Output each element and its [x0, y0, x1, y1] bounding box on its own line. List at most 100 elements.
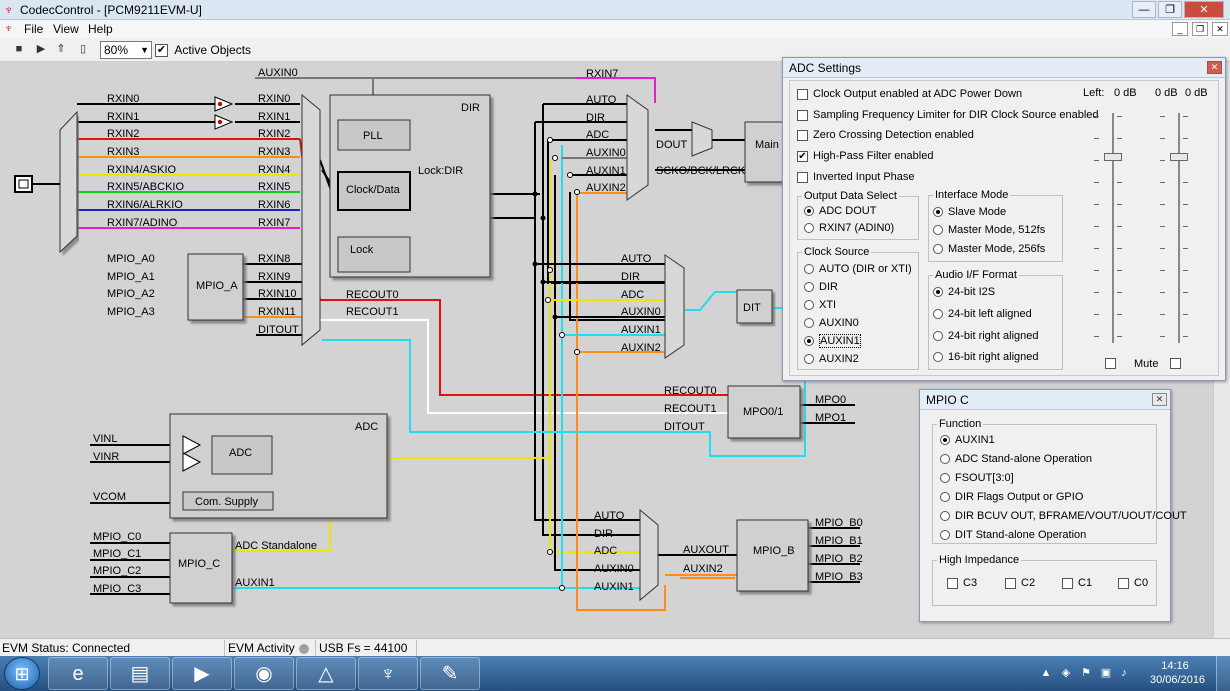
- slider-thumb[interactable]: [1170, 152, 1188, 161]
- radio-clock-auxin1[interactable]: AUXIN1: [804, 334, 861, 348]
- block-diagram: RXIN0 RXIN1 RXIN2 RXIN3 RXIN4/ASKIO RXIN…: [14, 67, 863, 611]
- display-icon[interactable]: ▣: [1100, 667, 1112, 679]
- mpo-block[interactable]: [727, 385, 801, 439]
- clock-data-block[interactable]: [337, 171, 411, 211]
- slider-thumb[interactable]: [1104, 152, 1122, 161]
- slider-tick: [1183, 116, 1188, 117]
- ti-codec-icon[interactable]: ♆: [358, 657, 418, 690]
- radio-24bit-left[interactable]: 24-bit left aligned: [933, 308, 1032, 320]
- mpio-a-block[interactable]: [187, 253, 244, 321]
- stop-icon[interactable]: ■: [15, 43, 23, 55]
- active-objects-checkbox[interactable]: ✔ Active Objects: [155, 43, 251, 58]
- main-mux-label: RXIN7: [586, 68, 618, 80]
- radio-clock-auto[interactable]: AUTO (DIR or XTI): [804, 263, 912, 275]
- option-high-pass[interactable]: ✔High-Pass Filter enabled: [797, 150, 934, 162]
- radio-output-adc-dout[interactable]: ADC DOUT: [804, 205, 876, 217]
- restore-button[interactable]: ❐: [1158, 1, 1182, 18]
- aux-mux[interactable]: [639, 508, 659, 602]
- checkbox-icon[interactable]: [797, 88, 808, 100]
- radio-function-dir-flags[interactable]: DIR Flags Output or GPIO: [940, 491, 1083, 503]
- adc-settings-title: ADC Settings: [789, 61, 862, 75]
- option-clock-output[interactable]: Clock Output enabled at ADC Power Down: [797, 88, 1022, 100]
- radio-master-512[interactable]: Master Mode, 512fs: [933, 224, 1045, 236]
- acrobat-tray-icon[interactable]: ◈: [1061, 667, 1071, 679]
- firefox-icon[interactable]: ◉: [234, 657, 294, 690]
- hiz-c2-checkbox[interactable]: C2: [1005, 577, 1035, 589]
- volume-icon[interactable]: ♪: [1121, 667, 1127, 679]
- radio-clock-dir[interactable]: DIR: [804, 281, 838, 293]
- option-zero-crossing[interactable]: Zero Crossing Detection enabled: [797, 129, 974, 141]
- close-icon[interactable]: ✕: [1207, 61, 1222, 74]
- page-icon[interactable]: ▯: [79, 43, 87, 55]
- play-icon[interactable]: ▶: [36, 43, 46, 55]
- show-desktop-button[interactable]: [1216, 656, 1230, 691]
- show-hidden-icons[interactable]: ▲: [1040, 667, 1052, 679]
- dout-mux[interactable]: [691, 121, 713, 157]
- hiz-c1-checkbox[interactable]: C1: [1062, 577, 1092, 589]
- delta-app-icon[interactable]: △: [296, 657, 356, 690]
- dit-block[interactable]: [736, 289, 773, 324]
- checkbox-icon[interactable]: ✔: [797, 150, 808, 162]
- radio-clock-auxin0[interactable]: AUXIN0: [804, 317, 859, 329]
- checkbox-icon[interactable]: [797, 109, 808, 121]
- menu-help[interactable]: Help: [88, 22, 113, 36]
- radio-24bit-right[interactable]: 24-bit right aligned: [933, 330, 1039, 342]
- radio-function-fsout[interactable]: FSOUT[3:0]: [940, 472, 1014, 484]
- upload-icon[interactable]: ⇑: [56, 43, 66, 55]
- checkbox-icon[interactable]: [797, 171, 808, 183]
- checkbox-icon[interactable]: [797, 129, 808, 141]
- adc-settings-titlebar[interactable]: ADC Settings ✕: [783, 58, 1225, 78]
- radio-clock-xti[interactable]: XTI: [804, 299, 836, 311]
- close-icon[interactable]: ✕: [1152, 393, 1167, 406]
- mdi-restore-button[interactable]: ❐: [1192, 22, 1208, 36]
- pll-block[interactable]: [337, 119, 411, 151]
- paint-icon[interactable]: ✎: [420, 657, 480, 690]
- media-player-icon[interactable]: ▶: [172, 657, 232, 690]
- flag-icon[interactable]: ⚑: [1081, 667, 1091, 679]
- rx-mux[interactable]: [301, 93, 321, 347]
- rx-mux-label: RXIN2: [258, 128, 290, 140]
- audio-format-group: Audio I/F Format: [928, 269, 1063, 370]
- main-mux[interactable]: [626, 94, 649, 201]
- adc-block[interactable]: [211, 435, 273, 475]
- mute-right-checkbox[interactable]: [1170, 357, 1186, 369]
- start-button[interactable]: ⊞: [4, 657, 40, 690]
- minimize-button[interactable]: —: [1132, 1, 1156, 18]
- file-explorer-icon[interactable]: ▤: [110, 657, 170, 690]
- hiz-c3-checkbox[interactable]: C3: [947, 577, 977, 589]
- radio-function-dir-bcuv[interactable]: DIR BCUV OUT, BFRAME/VOUT/UOUT/COUT: [940, 510, 1187, 522]
- aux-mux-label: ADC: [594, 545, 617, 557]
- menu-file[interactable]: File: [24, 22, 44, 36]
- radio-function-adc-standalone[interactable]: ADC Stand-alone Operation: [940, 453, 1092, 465]
- internet-explorer-icon[interactable]: e: [48, 657, 108, 690]
- input-selector[interactable]: [59, 110, 78, 254]
- mpio-c-block[interactable]: [169, 532, 233, 604]
- com-supply-block[interactable]: [182, 491, 274, 511]
- zoom-select[interactable]: 80% ▼: [100, 41, 152, 59]
- slider-tick: [1160, 314, 1165, 315]
- left-volume-slider[interactable]: [1101, 113, 1125, 343]
- option-sampling-limiter[interactable]: Sampling Frequency Limiter for DIR Clock…: [797, 109, 1099, 121]
- radio-function-auxin1[interactable]: AUXIN1: [940, 434, 995, 446]
- mpio-b-block[interactable]: [736, 519, 809, 592]
- radio-output-rxin7[interactable]: RXIN7 (ADIN0): [804, 222, 894, 234]
- mdi-close-button[interactable]: ✕: [1212, 22, 1228, 36]
- lock-block[interactable]: [337, 236, 411, 273]
- close-button[interactable]: ✕: [1184, 1, 1224, 18]
- dit-mux[interactable]: [664, 254, 685, 359]
- option-inverted-phase[interactable]: Inverted Input Phase: [797, 171, 915, 183]
- mpio-c-titlebar[interactable]: MPIO C ✕: [920, 390, 1170, 410]
- mdi-minimize-button[interactable]: _: [1172, 22, 1188, 36]
- menu-view[interactable]: View: [53, 22, 79, 36]
- radio-24bit-i2s[interactable]: 24-bit I2S: [933, 286, 995, 298]
- mute-left-checkbox[interactable]: [1105, 357, 1121, 369]
- radio-16bit-right[interactable]: 16-bit right aligned: [933, 351, 1039, 363]
- connector-icon[interactable]: [14, 175, 33, 193]
- hiz-c0-checkbox[interactable]: C0: [1118, 577, 1148, 589]
- radio-master-256[interactable]: Master Mode, 256fs: [933, 243, 1045, 255]
- radio-function-dit-standalone[interactable]: DIT Stand-alone Operation: [940, 529, 1086, 541]
- right-volume-slider[interactable]: [1167, 113, 1191, 343]
- radio-clock-auxin2[interactable]: AUXIN2: [804, 353, 859, 365]
- radio-slave-mode[interactable]: Slave Mode: [933, 206, 1006, 218]
- clock[interactable]: 14:16 30/06/2016: [1150, 659, 1205, 687]
